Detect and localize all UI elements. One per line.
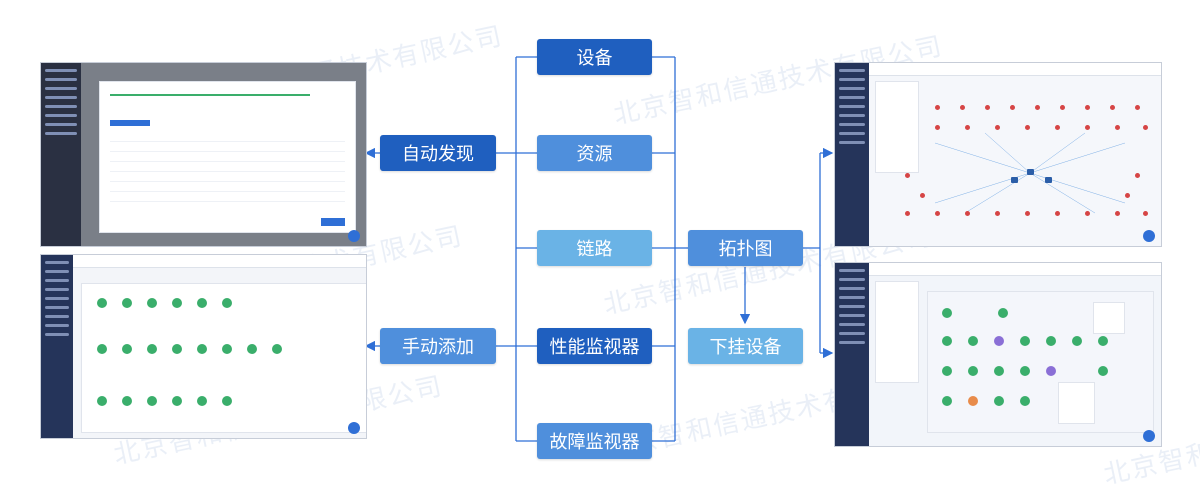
attached-device-box: 下挂设备 xyxy=(688,328,803,364)
auto-discovery-screenshot xyxy=(40,62,367,247)
auto-discovery-box: 自动发现 xyxy=(380,135,496,171)
bell-icon xyxy=(1143,430,1155,442)
bell-icon xyxy=(348,422,360,434)
bell-icon xyxy=(1143,230,1155,242)
topology-screenshot xyxy=(834,62,1162,247)
manual-add-screenshot xyxy=(40,254,367,439)
link-box: 链路 xyxy=(537,230,652,266)
topology-box: 拓扑图 xyxy=(688,230,803,266)
attached-device-screenshot xyxy=(834,262,1162,447)
device-box: 设备 xyxy=(537,39,652,75)
bell-icon xyxy=(348,230,360,242)
resource-box: 资源 xyxy=(537,135,652,171)
manual-add-box: 手动添加 xyxy=(380,328,496,364)
performance-monitor-box: 性能监视器 xyxy=(537,328,652,364)
discovery-dialog xyxy=(99,81,356,233)
topology-links xyxy=(934,132,1126,214)
fault-monitor-box: 故障监视器 xyxy=(537,423,652,459)
